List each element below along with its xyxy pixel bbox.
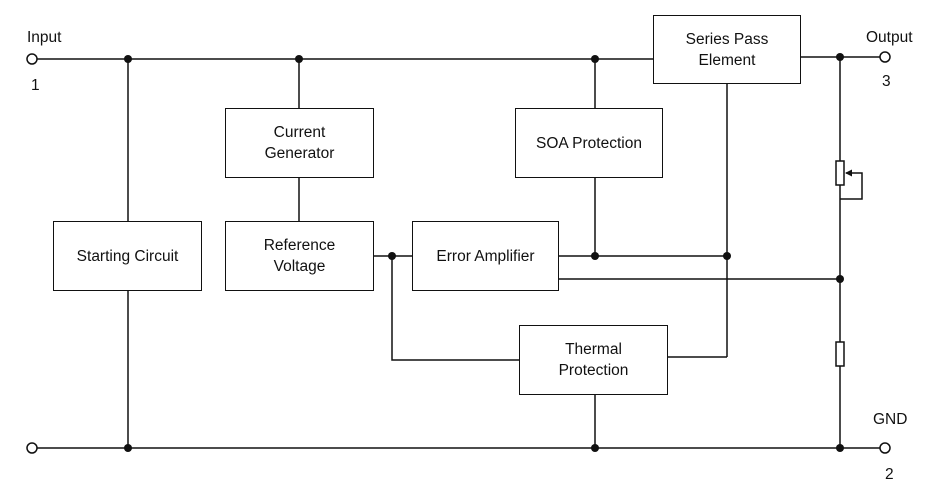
output-pin-number: 3 (882, 73, 891, 90)
starting-circuit-block: Starting Circuit (53, 221, 202, 291)
output-terminal-icon (879, 51, 891, 63)
gnd-pin-number: 2 (885, 466, 894, 483)
junction-dot (836, 53, 844, 61)
junction-dot (591, 252, 599, 260)
junction-dot (295, 55, 303, 63)
junction-dot (836, 444, 844, 452)
junction-dot (591, 55, 599, 63)
output-label: Output (866, 29, 913, 46)
gnd-label: GND (873, 411, 908, 428)
gnd-left-terminal-icon (26, 442, 38, 454)
reference-voltage-block: Reference Voltage (225, 221, 374, 291)
junction-dot (388, 252, 396, 260)
current-generator-block: Current Generator (225, 108, 374, 178)
junction-dot (591, 444, 599, 452)
junction-dot (124, 55, 132, 63)
junction-dot (723, 252, 731, 260)
input-pin-number: 1 (31, 77, 40, 94)
input-terminal-icon (26, 53, 38, 65)
potentiometer-wiper (840, 172, 863, 200)
junction-dot (836, 275, 844, 283)
series-pass-element-block: Series Pass Element (653, 15, 801, 84)
soa-protection-block: SOA Protection (515, 108, 663, 178)
thermal-protection-block: Thermal Protection (519, 325, 668, 395)
error-amplifier-block: Error Amplifier (412, 221, 559, 291)
junction-dot (124, 444, 132, 452)
potentiometer-resistor (835, 160, 845, 186)
fixed-resistor (835, 341, 845, 367)
wiper-arrow-icon (845, 169, 852, 177)
input-label: Input (27, 29, 62, 46)
gnd-terminal-icon (879, 442, 891, 454)
wire-node-thermal (391, 256, 519, 361)
